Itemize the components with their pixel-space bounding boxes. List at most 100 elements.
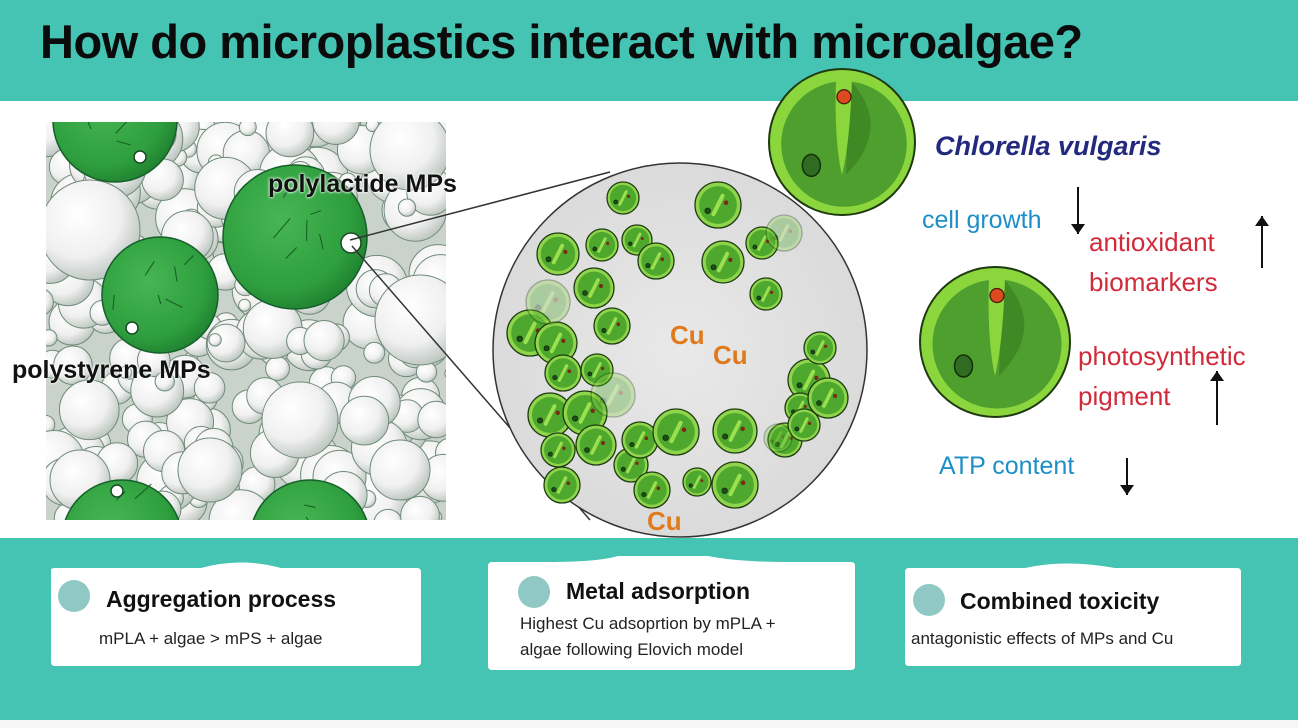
arrow-head bbox=[1255, 216, 1269, 226]
bullet-dot-icon bbox=[58, 580, 90, 612]
nucleus bbox=[801, 153, 822, 178]
chloroplast bbox=[632, 232, 642, 248]
algae-cell bbox=[787, 408, 821, 442]
algae-cell bbox=[573, 267, 615, 309]
nucleus bbox=[628, 241, 633, 246]
algae-cell bbox=[745, 226, 779, 260]
nucleus bbox=[752, 244, 758, 250]
nucleus bbox=[810, 349, 816, 355]
chloroplast bbox=[549, 332, 563, 354]
crack-line bbox=[273, 218, 291, 239]
chloroplast bbox=[588, 278, 600, 298]
nucleus bbox=[600, 397, 607, 404]
nucleus bbox=[773, 234, 779, 241]
nucleus bbox=[601, 327, 607, 334]
pyrenoid bbox=[788, 229, 793, 233]
pyrenoid bbox=[561, 338, 566, 343]
algae-cell bbox=[621, 421, 659, 459]
algae-cell bbox=[803, 331, 837, 365]
polystyrene-bead bbox=[397, 198, 417, 217]
polystyrene-bead bbox=[46, 179, 141, 281]
algae-cell bbox=[585, 228, 619, 262]
finding-card-aggregation: Aggregation process mPLA + algae > mPS +… bbox=[51, 560, 421, 668]
nucleus bbox=[816, 400, 822, 406]
pyrenoid bbox=[766, 239, 770, 243]
pyrenoid bbox=[555, 410, 560, 415]
polystyrene-bead bbox=[363, 341, 386, 364]
crack-line bbox=[285, 247, 298, 259]
pyrenoid bbox=[989, 287, 1005, 304]
down-arrow-icon bbox=[1071, 187, 1085, 234]
algae-cell bbox=[543, 466, 581, 504]
pyrenoid bbox=[590, 408, 595, 413]
chloroplast bbox=[669, 420, 683, 444]
cell-body bbox=[769, 218, 799, 248]
chloroplast bbox=[802, 369, 816, 391]
cell-shadow bbox=[846, 79, 871, 175]
up-arrow-icon bbox=[1255, 216, 1269, 268]
algae-cell bbox=[711, 461, 759, 509]
pyrenoid bbox=[681, 427, 687, 433]
pyrenoid bbox=[627, 194, 631, 198]
algae-cell bbox=[633, 471, 671, 509]
chloroplast bbox=[551, 243, 565, 265]
bullet-dot-icon bbox=[913, 584, 945, 616]
algae-cell bbox=[590, 372, 636, 418]
chloroplast bbox=[711, 193, 725, 217]
card-shape bbox=[905, 563, 1241, 666]
nucleus bbox=[572, 415, 579, 422]
polystyrene-bead bbox=[58, 379, 120, 441]
nucleus bbox=[535, 304, 542, 311]
polystyrene-bead bbox=[238, 122, 257, 137]
crack-line bbox=[108, 530, 121, 533]
chloroplast bbox=[728, 473, 742, 497]
pyrenoid bbox=[635, 461, 639, 465]
pyrenoid bbox=[640, 237, 644, 240]
chloroplast bbox=[541, 291, 555, 313]
pyrenoid bbox=[599, 284, 603, 288]
algae-cell bbox=[765, 214, 803, 252]
copper-label: Cu bbox=[713, 340, 748, 370]
algae-cell bbox=[534, 321, 578, 365]
chloroplast bbox=[822, 388, 834, 408]
crack-line bbox=[144, 261, 155, 276]
algae-cell bbox=[536, 232, 580, 276]
polylactide-bead bbox=[64, 479, 180, 520]
polystyrene-bead bbox=[339, 395, 390, 446]
polystyrene-bead bbox=[400, 495, 440, 520]
chloroplast bbox=[618, 190, 628, 206]
pyrenoid bbox=[562, 446, 566, 450]
algae-cell bbox=[606, 181, 640, 215]
effect-arrows bbox=[1071, 187, 1269, 495]
chloroplast bbox=[626, 456, 636, 474]
pyrenoid bbox=[601, 441, 605, 445]
chloroplast bbox=[606, 384, 620, 406]
polystyrene-bead bbox=[193, 372, 226, 404]
algae-cell bbox=[580, 353, 614, 387]
finding-card-metal-adsorption: Metal adsorption Highest Cu adsoprtion b… bbox=[488, 556, 855, 672]
crack-line bbox=[304, 504, 316, 508]
chloroplast bbox=[592, 362, 602, 378]
effect-antioxidant-line1: antioxidant bbox=[1089, 227, 1215, 257]
adsorbed-particle bbox=[133, 150, 147, 164]
crack-line bbox=[319, 233, 324, 250]
polystyrene-bead bbox=[238, 298, 252, 312]
effect-antioxidant: antioxidant biomarkers bbox=[1089, 222, 1218, 302]
chloroplast bbox=[761, 286, 771, 302]
nucleus bbox=[551, 486, 557, 493]
nucleus bbox=[592, 246, 598, 252]
polystyrene-bead bbox=[265, 122, 315, 158]
nucleus bbox=[641, 491, 647, 498]
nucleus bbox=[953, 354, 974, 378]
pyrenoid bbox=[660, 257, 665, 262]
up-arrow-icon bbox=[1210, 371, 1224, 425]
chloroplast bbox=[634, 431, 646, 449]
finding-text: antagonistic effects of MPs and Cu bbox=[911, 629, 1174, 648]
chloroplast bbox=[716, 251, 730, 273]
nucleus bbox=[710, 264, 717, 271]
polystyrene-bead bbox=[374, 274, 446, 366]
polystyrene-bead bbox=[312, 122, 360, 145]
chloroplast bbox=[590, 435, 602, 455]
algae-cell bbox=[593, 307, 631, 345]
